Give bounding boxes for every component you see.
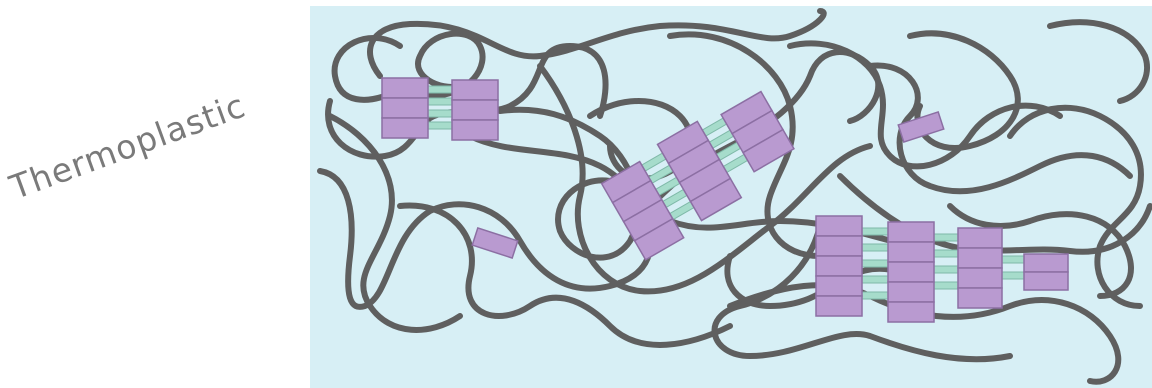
thermoplastic-label: Thermoplastic — [5, 86, 251, 207]
polymer-diagram-panel — [310, 6, 1152, 388]
polymer-chain-diagram — [310, 6, 1152, 388]
